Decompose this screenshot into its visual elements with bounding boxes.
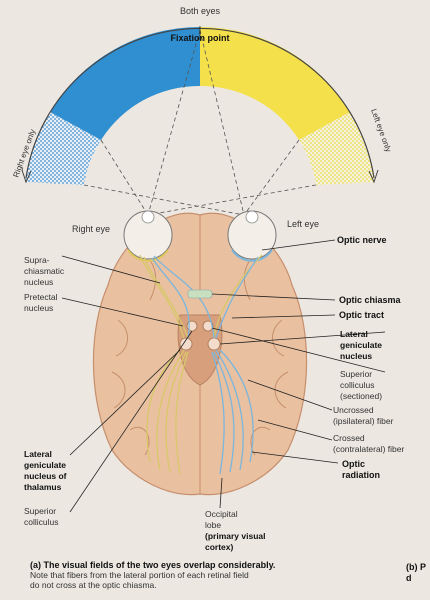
crossed-fibers	[151, 255, 259, 475]
svg-text:Superior: Superior	[24, 506, 56, 516]
optic-nerve-label: Optic nerve	[337, 235, 387, 245]
svg-text:thalamus: thalamus	[24, 482, 62, 492]
left-eye-label: Left eye	[287, 219, 319, 229]
left-eye-only-field	[299, 112, 375, 185]
lgn-thalamus-label: Lateral geniculate nucleus of thalamus	[24, 449, 67, 492]
svg-text:chiasmatic: chiasmatic	[24, 266, 65, 276]
left-eye-only-label: Left eye only	[369, 108, 393, 154]
svg-text:Supra-: Supra-	[24, 255, 50, 265]
crossed-fiber-label: Crossed (contralateral) fiber	[333, 433, 405, 454]
right-eyeball	[123, 210, 173, 262]
uncrossed-fibers	[139, 254, 263, 475]
svg-text:(primary visual: (primary visual	[205, 531, 265, 541]
caption-title: (a) The visual fields of the two eyes ov…	[30, 560, 276, 570]
suprachiasmatic-label: Supra- chiasmatic nucleus	[24, 255, 65, 287]
leader-lines	[61, 26, 386, 513]
lgn-label: Lateral geniculate nucleus	[340, 329, 382, 361]
left-eyeball	[227, 210, 277, 262]
svg-text:geniculate: geniculate	[24, 460, 66, 470]
superior-colliculus-label: Superior colliculus	[24, 506, 59, 527]
svg-text:lobe: lobe	[205, 520, 221, 530]
both-eyes-label: Both eyes	[180, 6, 221, 16]
lgn-right	[207, 337, 221, 351]
optic-chiasma	[187, 289, 213, 299]
svg-text:(ipsilateral) fiber: (ipsilateral) fiber	[333, 416, 394, 426]
projection-lines	[83, 29, 317, 216]
bracket-arrow-right	[21, 169, 32, 184]
svg-text:Pretectal: Pretectal	[24, 292, 58, 302]
sc-sectioned-label: Superior colliculus (sectioned)	[340, 369, 382, 401]
fixation-point-label: Fixation point	[171, 33, 230, 43]
pretectal-label: Pretectal nucleus	[24, 292, 58, 313]
caption-line-2: Note that fibers from the lateral portio…	[30, 570, 249, 580]
visual-field-arc	[21, 27, 379, 185]
caption-line-3: do not cross at the optic chiasma.	[30, 580, 157, 590]
svg-text:nucleus: nucleus	[24, 277, 53, 287]
svg-text:(sectioned): (sectioned)	[340, 391, 382, 401]
occipital-lobe-label: Occipital lobe (primary visual cortex)	[205, 509, 265, 552]
svg-text:colliculus: colliculus	[24, 517, 59, 527]
superior-colliculus-right	[202, 320, 214, 332]
svg-text:geniculate: geniculate	[340, 340, 382, 350]
right-eye-label: Right eye	[72, 224, 110, 234]
svg-text:Optic: Optic	[342, 459, 365, 469]
svg-text:(contralateral) fiber: (contralateral) fiber	[333, 444, 405, 454]
svg-text:nucleus of: nucleus of	[24, 471, 67, 481]
svg-text:cortex): cortex)	[205, 542, 234, 552]
svg-text:colliculus: colliculus	[340, 380, 375, 390]
right-eye-only-field	[25, 112, 101, 185]
side-caption: (b) P d	[406, 562, 426, 583]
svg-text:Lateral: Lateral	[340, 329, 368, 339]
svg-text:nucleus: nucleus	[340, 351, 372, 361]
optic-chiasma-label: Optic chiasma	[339, 295, 402, 305]
svg-text:radiation: radiation	[342, 470, 380, 480]
figure-caption: (a) The visual fields of the two eyes ov…	[30, 560, 330, 590]
bracket-arrow-left	[368, 169, 379, 184]
right-binocular-field	[50, 27, 200, 140]
lgn-left	[179, 337, 193, 351]
svg-text:Superior: Superior	[340, 369, 372, 379]
svg-text:Uncrossed: Uncrossed	[333, 405, 374, 415]
left-binocular-field	[200, 27, 350, 140]
brain	[92, 212, 308, 496]
svg-text:Crossed: Crossed	[333, 433, 365, 443]
optic-tract-label: Optic tract	[339, 310, 384, 320]
svg-text:nucleus: nucleus	[24, 303, 53, 313]
svg-text:Occipital: Occipital	[205, 509, 238, 519]
optic-radiation-label: Optic radiation	[342, 459, 380, 480]
svg-text:Lateral: Lateral	[24, 449, 52, 459]
uncrossed-fiber-label: Uncrossed (ipsilateral) fiber	[333, 405, 394, 426]
